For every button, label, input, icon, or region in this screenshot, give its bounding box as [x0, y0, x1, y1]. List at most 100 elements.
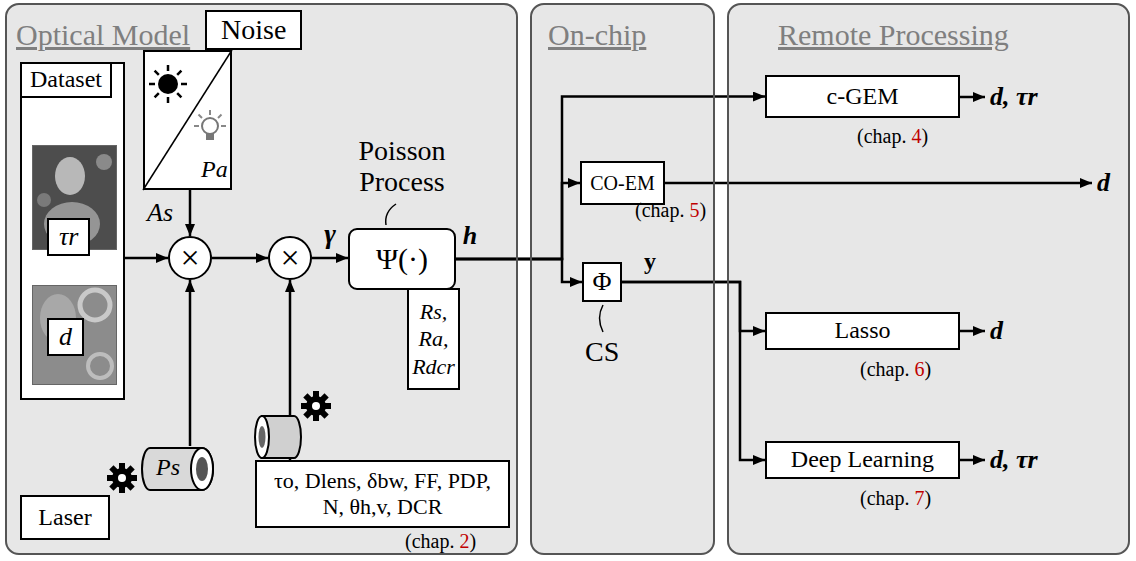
text-part: ) — [469, 530, 476, 552]
output-arrows — [650, 97, 1092, 460]
algorithm-box: Deep Learning(chap. 7) — [765, 441, 960, 479]
gear-icon — [107, 463, 137, 493]
parameter-list: τo, Dlens, δbw, FF, PDP, N, θh,v, DCR — [270, 468, 495, 521]
text-part: (chap. — [857, 125, 911, 147]
panel-heading: Remote Processing — [778, 18, 1009, 53]
multiplier-circle: × — [168, 236, 212, 280]
chapter-note: (chap. 4) — [857, 125, 928, 147]
sensing-matrix-box: Φ — [582, 262, 622, 302]
text-part: (chap. — [860, 487, 914, 509]
text-part: ) — [924, 358, 931, 380]
image-label: τr — [47, 218, 90, 256]
sun-disc — [158, 74, 178, 94]
operator-symbol: × — [180, 241, 199, 275]
photo-patch — [96, 154, 112, 170]
depth-photo — [32, 285, 117, 385]
panel-fill — [530, 3, 715, 555]
panel: τrdDatasetNoisePa××Poisson ProcessΨ(·)Rs… — [5, 3, 518, 555]
cylinder-core — [196, 457, 208, 481]
text-part: (chap. — [635, 199, 689, 221]
chapter-note: (chap. 6) — [860, 358, 931, 380]
text-part: ) — [924, 487, 931, 509]
bulb-icon — [194, 110, 226, 140]
edge-label: h — [463, 221, 477, 251]
box-label: CO-EM — [590, 172, 654, 195]
dataset-fill — [20, 62, 125, 400]
algorithm-box: c-GEM(chap. 4) — [765, 75, 960, 118]
connector — [456, 183, 580, 259]
bulb-glass — [202, 118, 218, 134]
lens-face — [255, 416, 269, 458]
photo-patch — [37, 193, 51, 207]
photo-face — [55, 157, 85, 195]
output-arrow — [650, 182, 1092, 185]
box-label: Deep Learning — [791, 446, 934, 474]
connector — [456, 259, 582, 282]
connector — [312, 257, 348, 260]
panel: c-GEM(chap. 4)Lasso(chap. 6)Deep Learnin… — [727, 3, 1130, 555]
multiplier-circle: × — [268, 236, 312, 280]
photo-ground — [32, 285, 117, 385]
bulb-base — [206, 134, 214, 140]
image-label: d — [47, 318, 84, 356]
photo-ring — [80, 290, 110, 320]
connector — [212, 257, 268, 260]
laser-box: Laser — [20, 495, 110, 540]
box-heading: Noise — [205, 10, 302, 50]
parameter-box: τo, Dlens, δbw, FF, PDP, N, θh,v, DCR(ch… — [255, 460, 510, 528]
panel: CO-EM(chap. 5)ΦOn-chip — [530, 3, 715, 555]
text-part: (chap. — [860, 358, 914, 380]
box-label: c-GEM — [827, 83, 899, 111]
text-part: ) — [699, 199, 706, 221]
bulb-rays — [194, 110, 226, 126]
connector — [189, 190, 192, 236]
lens-cylinder — [255, 416, 301, 458]
algorithm-box: CO-EM(chap. 5) — [580, 161, 665, 205]
panel-fill — [5, 3, 518, 555]
text-part: 2 — [459, 530, 469, 552]
box-label: Lasso — [835, 317, 891, 345]
function-label: Ψ(·) — [376, 242, 428, 277]
poisson-box: Poisson ProcessΨ(·) — [348, 228, 456, 290]
chapter-note: (chap. 5) — [635, 199, 706, 221]
panel-heading: On-chip — [548, 18, 646, 53]
output-label: d, τr — [990, 445, 1038, 475]
sun-icon — [149, 65, 187, 103]
panel-fill — [727, 3, 1130, 555]
callout-label: CS — [585, 336, 619, 368]
box-label: Laser — [38, 504, 91, 532]
connector — [622, 282, 765, 460]
photo-ring — [88, 354, 112, 378]
output-label: d, τr — [990, 82, 1038, 112]
power-label: Ps — [156, 454, 180, 482]
diagonal-divider — [143, 50, 232, 190]
output-label: d — [990, 316, 1003, 346]
dataset-image: τr — [32, 145, 117, 250]
text-part: 5 — [689, 199, 699, 221]
connector — [125, 257, 168, 260]
box-heading: Poisson Process — [348, 136, 456, 198]
dataset-image: d — [32, 285, 117, 385]
text-part: (chap. — [405, 530, 459, 552]
connector — [456, 97, 765, 260]
connector — [622, 282, 765, 331]
connector — [189, 280, 192, 446]
noise-fill — [143, 50, 232, 190]
cylinder-outline — [140, 446, 222, 492]
box-heading: Dataset — [20, 62, 112, 98]
text-part: 6 — [914, 358, 924, 380]
gear-icon — [301, 391, 331, 421]
algorithm-box: Lasso(chap. 6) — [765, 312, 960, 350]
output-label: d — [1097, 168, 1110, 198]
sun-rays — [149, 65, 187, 103]
operator-symbol: Φ — [592, 267, 611, 297]
dataset-box: τr d Dataset — [20, 62, 125, 400]
leader-line — [386, 204, 396, 225]
laser-cylinder: Ps — [140, 446, 222, 492]
leader-line — [600, 305, 604, 332]
noise-source-box: NoisePa — [143, 50, 232, 190]
text-part: ) — [921, 125, 928, 147]
cylinder-body — [142, 448, 213, 490]
rate-list: Rs, Ra, Rdcr — [412, 298, 455, 381]
rate-box: Rs, Ra, Rdcr — [407, 288, 460, 390]
